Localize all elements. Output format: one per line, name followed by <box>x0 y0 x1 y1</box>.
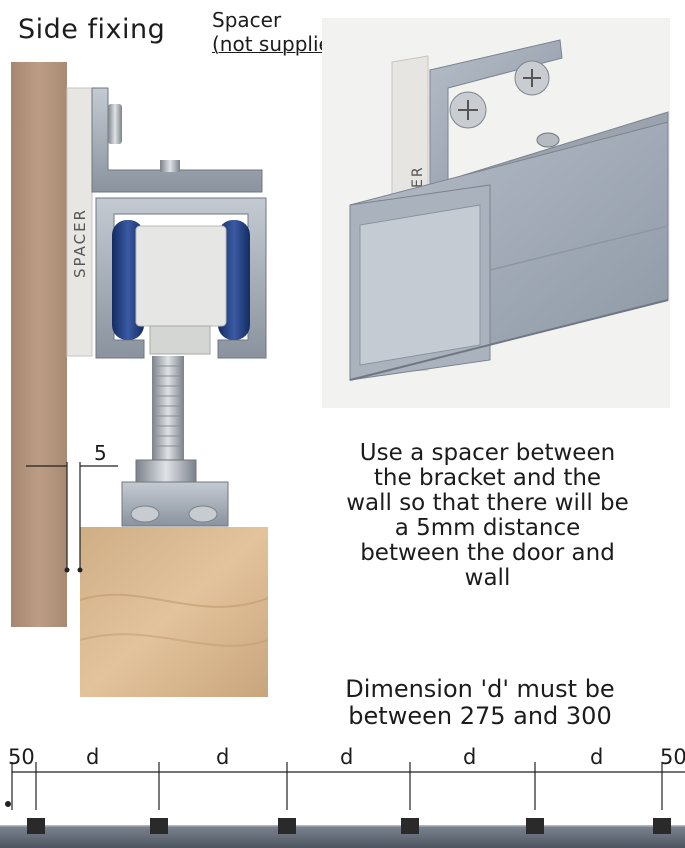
instruction-text: Use a spacer between the bracket and the… <box>300 441 675 591</box>
spacing-dimension-diagram: 50 d d d d d 50 <box>0 745 685 848</box>
spacer-block <box>66 87 93 357</box>
track-clip <box>150 818 168 834</box>
instruction-line: between the door and <box>360 540 615 566</box>
trolley-body <box>135 225 227 327</box>
timber-door <box>80 527 268 697</box>
dimension-label: d <box>463 745 476 769</box>
instruction-line: wall <box>464 565 511 591</box>
instruction-line: wall so that there will be <box>346 490 629 516</box>
instruction-line: Use a spacer between <box>359 440 616 466</box>
dimension-label: d <box>590 745 603 769</box>
bracket-screw-head <box>108 104 122 144</box>
bolt-thread-lines <box>152 365 184 447</box>
track-clip <box>526 818 544 834</box>
dimension-label: 50 <box>8 745 35 769</box>
dimension-label: 50 <box>660 745 685 769</box>
track-clip <box>401 818 419 834</box>
dimension-note: Dimension 'd' must be between 275 and 30… <box>300 676 660 730</box>
track-rail <box>0 826 685 848</box>
dimension-label: d <box>216 745 229 769</box>
side-section-view: SPACER <box>11 62 269 697</box>
spacer-detail-view: ER <box>322 18 670 408</box>
trolley-neck <box>149 325 211 355</box>
instruction-line: a 5mm distance <box>394 515 581 541</box>
track-profile <box>95 197 267 359</box>
diagram-title: Side fixing <box>18 14 166 45</box>
spacer-callout-line1: Spacer <box>212 8 282 32</box>
gap-dimension <box>26 462 118 572</box>
lock-nut <box>135 459 197 483</box>
bracket-stud <box>160 160 180 172</box>
track-clip <box>27 818 45 834</box>
gap-dimension-label: 5 <box>94 441 107 465</box>
spacer-block-text: SPACER <box>71 208 89 278</box>
dimension-note-line: Dimension 'd' must be <box>345 675 615 703</box>
track-clip <box>278 818 296 834</box>
plate-screw-right <box>188 505 218 523</box>
dimension-note-line: between 275 and 300 <box>348 702 612 730</box>
instruction-line: the bracket and the <box>373 465 602 491</box>
wall-panel <box>11 62 67 627</box>
plate-screw-left <box>130 505 160 523</box>
threaded-hanger-bolt <box>152 356 184 460</box>
track-clip <box>653 818 671 834</box>
detail-spacer-text: ER <box>410 165 426 188</box>
dimension-label: d <box>86 745 99 769</box>
dimension-label: d <box>340 745 353 769</box>
